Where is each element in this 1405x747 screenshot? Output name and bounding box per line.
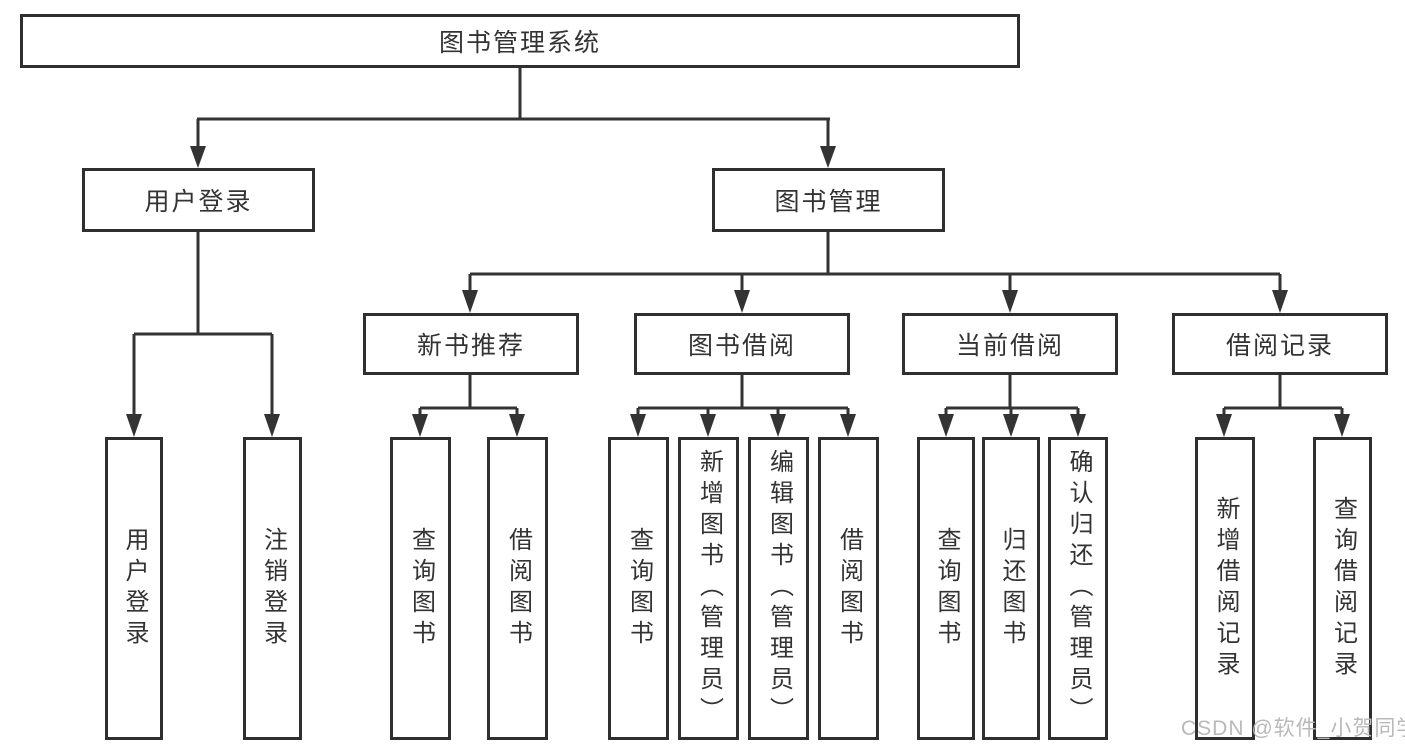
leaf-br-query-record-label: 查询借阅记录 <box>1329 495 1357 682</box>
leaf-bb-query-books: 查询图书 <box>608 437 669 740</box>
leaf-nb-query-books-label: 查询图书 <box>407 526 435 651</box>
leaf-nb-query-books: 查询图书 <box>390 437 451 740</box>
leaf-logout: 注销登录 <box>243 437 302 740</box>
node-new-book-recommendation: 新书推荐 <box>363 313 579 375</box>
leaf-cb-confirm-return-admin-label: 确认归还（管理员） <box>1065 449 1092 728</box>
leaf-cb-return-books-label: 归还图书 <box>998 526 1025 651</box>
leaf-bb-edit-book-admin: 编辑图书（管理员） <box>748 437 809 740</box>
leaf-bb-edit-book-admin-label: 编辑图书（管理员） <box>765 449 793 728</box>
leaf-user-login-label: 用户登录 <box>121 526 148 651</box>
leaf-br-add-record: 新增借阅记录 <box>1195 437 1255 740</box>
leaf-bb-query-books-label: 查询图书 <box>625 526 653 651</box>
leaf-cb-query-books-label: 查询图书 <box>933 526 960 651</box>
leaf-cb-return-books: 归还图书 <box>982 437 1040 740</box>
leaf-bb-add-book-admin: 新增图书（管理员） <box>678 437 739 740</box>
leaf-bb-add-book-admin-label: 新增图书（管理员） <box>695 449 723 728</box>
leaf-bb-borrow-books: 借阅图书 <box>818 437 879 740</box>
leaf-logout-label: 注销登录 <box>259 526 287 651</box>
node-user-login: 用户登录 <box>82 168 315 232</box>
node-library-management-system: 图书管理系统 <box>20 14 1020 68</box>
leaf-user-login: 用户登录 <box>105 437 163 740</box>
node-borrowing-records: 借阅记录 <box>1172 313 1388 375</box>
leaf-nb-borrow-books-label: 借阅图书 <box>504 526 532 651</box>
arrowheads <box>126 146 1350 437</box>
leaf-br-add-record-label: 新增借阅记录 <box>1212 495 1239 682</box>
leaf-br-query-record: 查询借阅记录 <box>1313 437 1372 740</box>
node-book-management: 图书管理 <box>712 168 945 232</box>
csdn-watermark: CSDN @软件_小贺同学 <box>1181 717 1405 740</box>
leaf-nb-borrow-books: 借阅图书 <box>487 437 548 740</box>
node-book-borrowing: 图书借阅 <box>634 313 850 375</box>
leaf-cb-query-books: 查询图书 <box>917 437 975 740</box>
leaf-bb-borrow-books-label: 借阅图书 <box>835 526 863 651</box>
node-current-borrowing: 当前借阅 <box>902 313 1118 375</box>
leaf-cb-confirm-return-admin: 确认归还（管理员） <box>1048 437 1108 740</box>
